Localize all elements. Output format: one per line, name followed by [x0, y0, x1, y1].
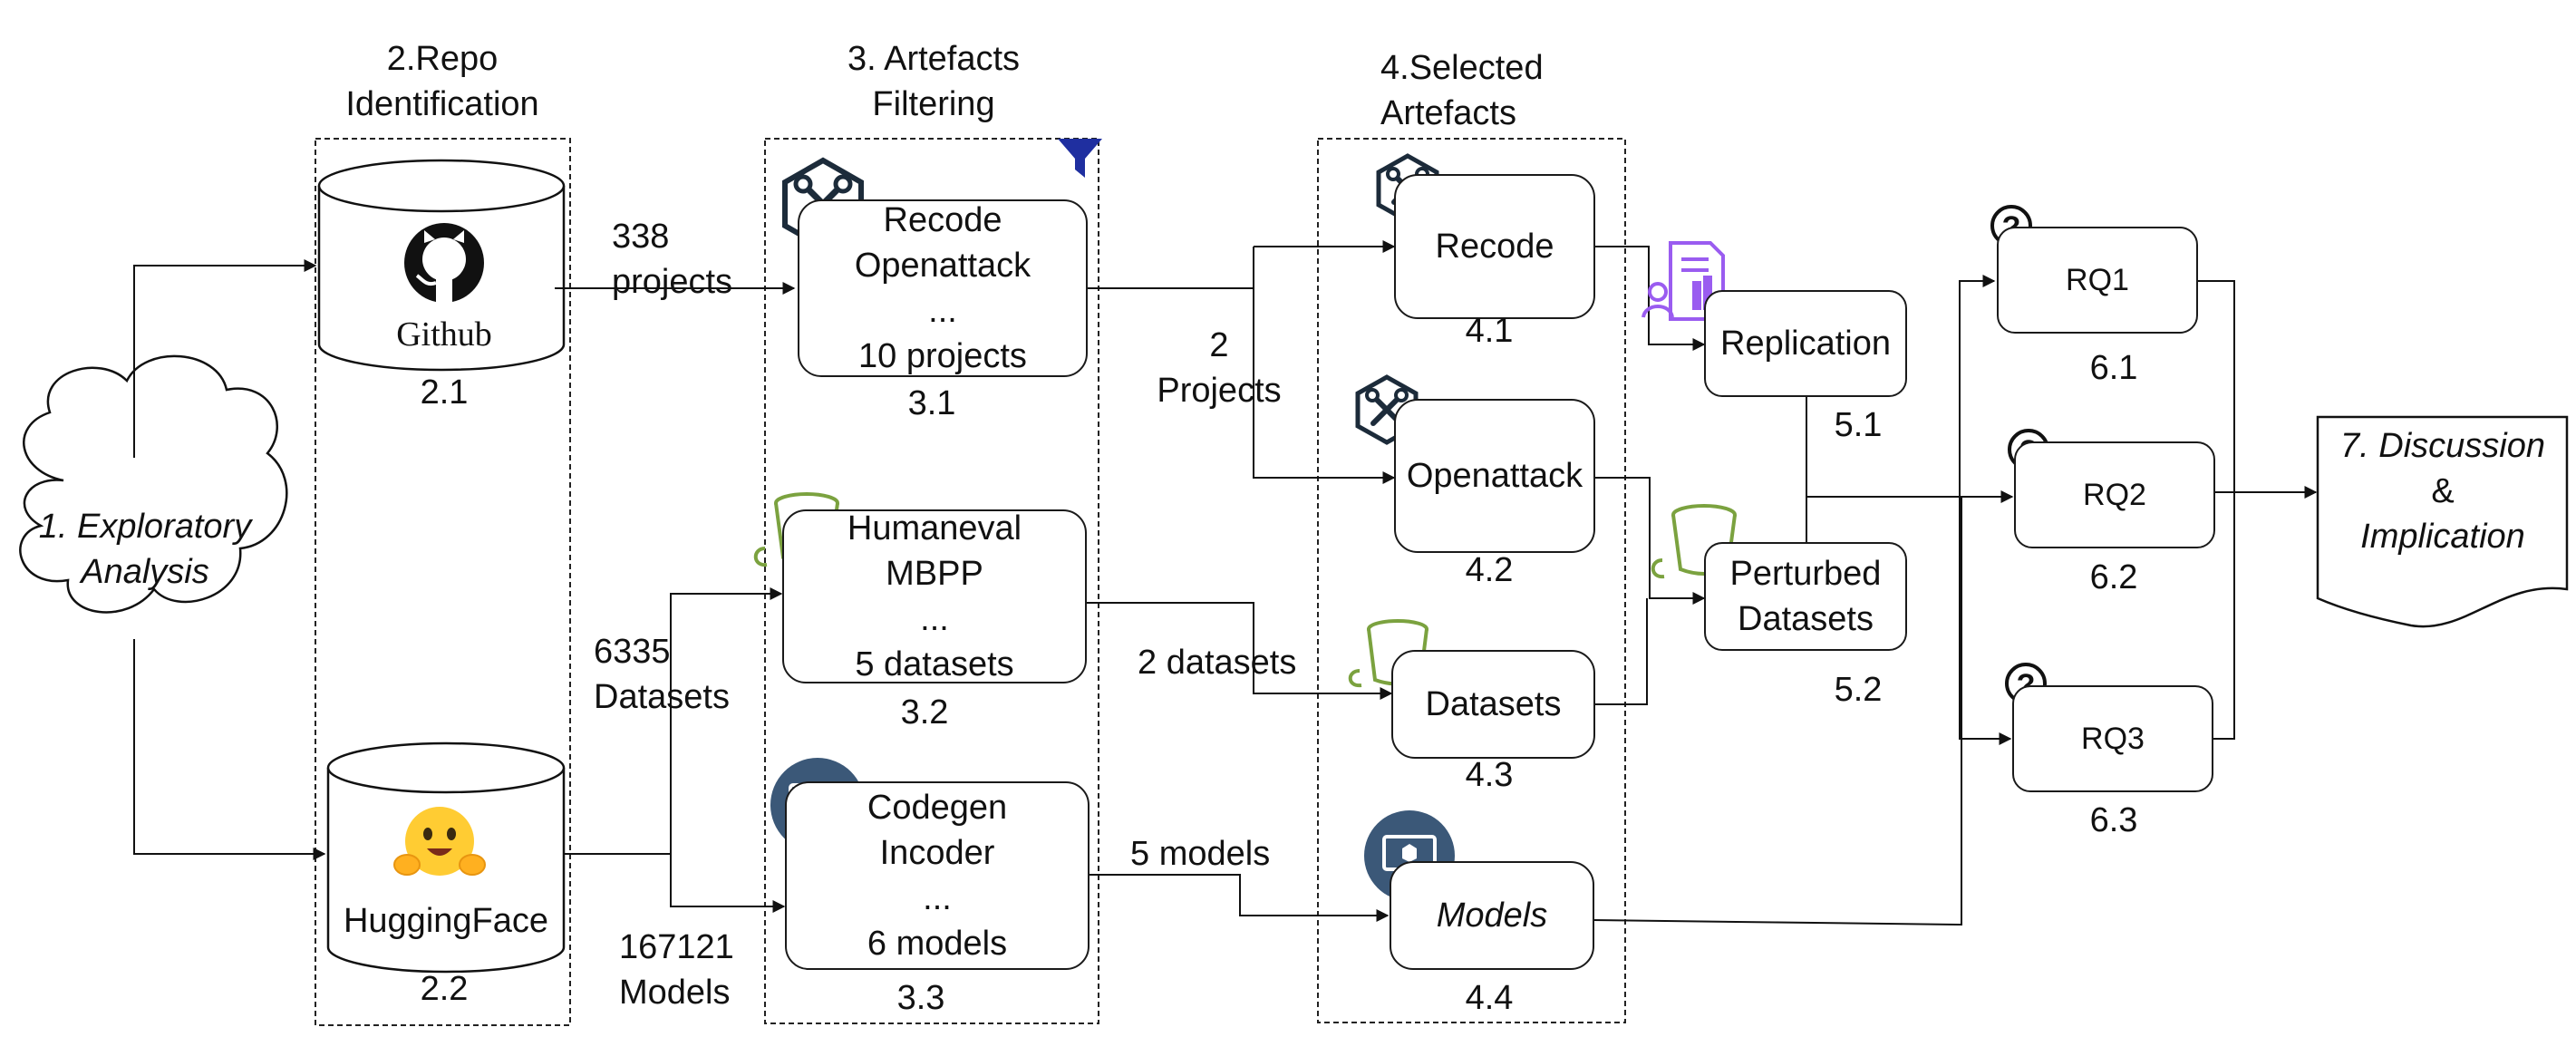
exploratory-analysis-cloud — [19, 354, 288, 614]
artefacts-filtering-container — [764, 138, 1099, 1024]
selected-datasets-box: Datasets — [1391, 650, 1595, 759]
discussion-implication-label: 7. Discussion & Implication — [2340, 427, 2545, 556]
selected-recode-number: 4.1 — [1465, 312, 1514, 350]
replication-box: Replication — [1704, 290, 1907, 397]
perturbed-datasets-number: 5.2 — [1834, 671, 1883, 709]
connectors — [133, 240, 2318, 926]
selected-datasets-number: 4.3 — [1465, 756, 1514, 794]
hugging-face-emoji-icon — [393, 807, 486, 876]
perturbed-datasets-box: Perturbed Datasets — [1704, 542, 1907, 651]
filtering-datasets-number: 3.2 — [900, 693, 949, 732]
github-number: 2.1 — [420, 373, 469, 412]
selected-openattack-number: 4.2 — [1465, 551, 1514, 589]
repo-identification-container — [315, 138, 571, 1026]
selected-artefacts-container — [1317, 138, 1626, 1023]
filtering-models-box: Codegen Incoder ... 6 models — [785, 781, 1089, 970]
filtering-datasets-box: Humaneval MBPP ... 5 datasets — [782, 509, 1087, 683]
filtering-projects-number: 3.1 — [907, 384, 956, 422]
filtering-projects-box: Recode Openattack ... 10 projects — [798, 199, 1088, 377]
rq3-box: RQ3 — [2012, 685, 2213, 792]
huggingface-label: HuggingFace — [343, 902, 549, 940]
selected-models-box: Models — [1390, 861, 1594, 970]
discussion-document-shape — [2316, 415, 2569, 628]
github-label: Github — [396, 315, 492, 354]
rq2-box: RQ2 — [2014, 441, 2215, 548]
huggingface-number: 2.2 — [420, 970, 469, 1008]
edge-label-five-models: 5 models — [1130, 835, 1271, 873]
selected-openattack-box: Openattack — [1394, 399, 1595, 553]
replication-number: 5.1 — [1834, 406, 1883, 444]
selected-recode-box: Recode — [1394, 174, 1595, 319]
rq2-number: 6.2 — [2089, 558, 2138, 596]
rq1-box: RQ1 — [1997, 227, 2198, 334]
rq3-number: 6.3 — [2089, 801, 2138, 839]
github-octocat-icon — [404, 223, 484, 303]
filtering-models-number: 3.3 — [896, 979, 945, 1017]
rq1-number: 6.1 — [2089, 349, 2138, 387]
edge-label-two-datasets: 2 datasets — [1138, 644, 1297, 682]
selected-models-number: 4.4 — [1465, 979, 1514, 1017]
funnel-icon — [1058, 139, 1102, 178]
